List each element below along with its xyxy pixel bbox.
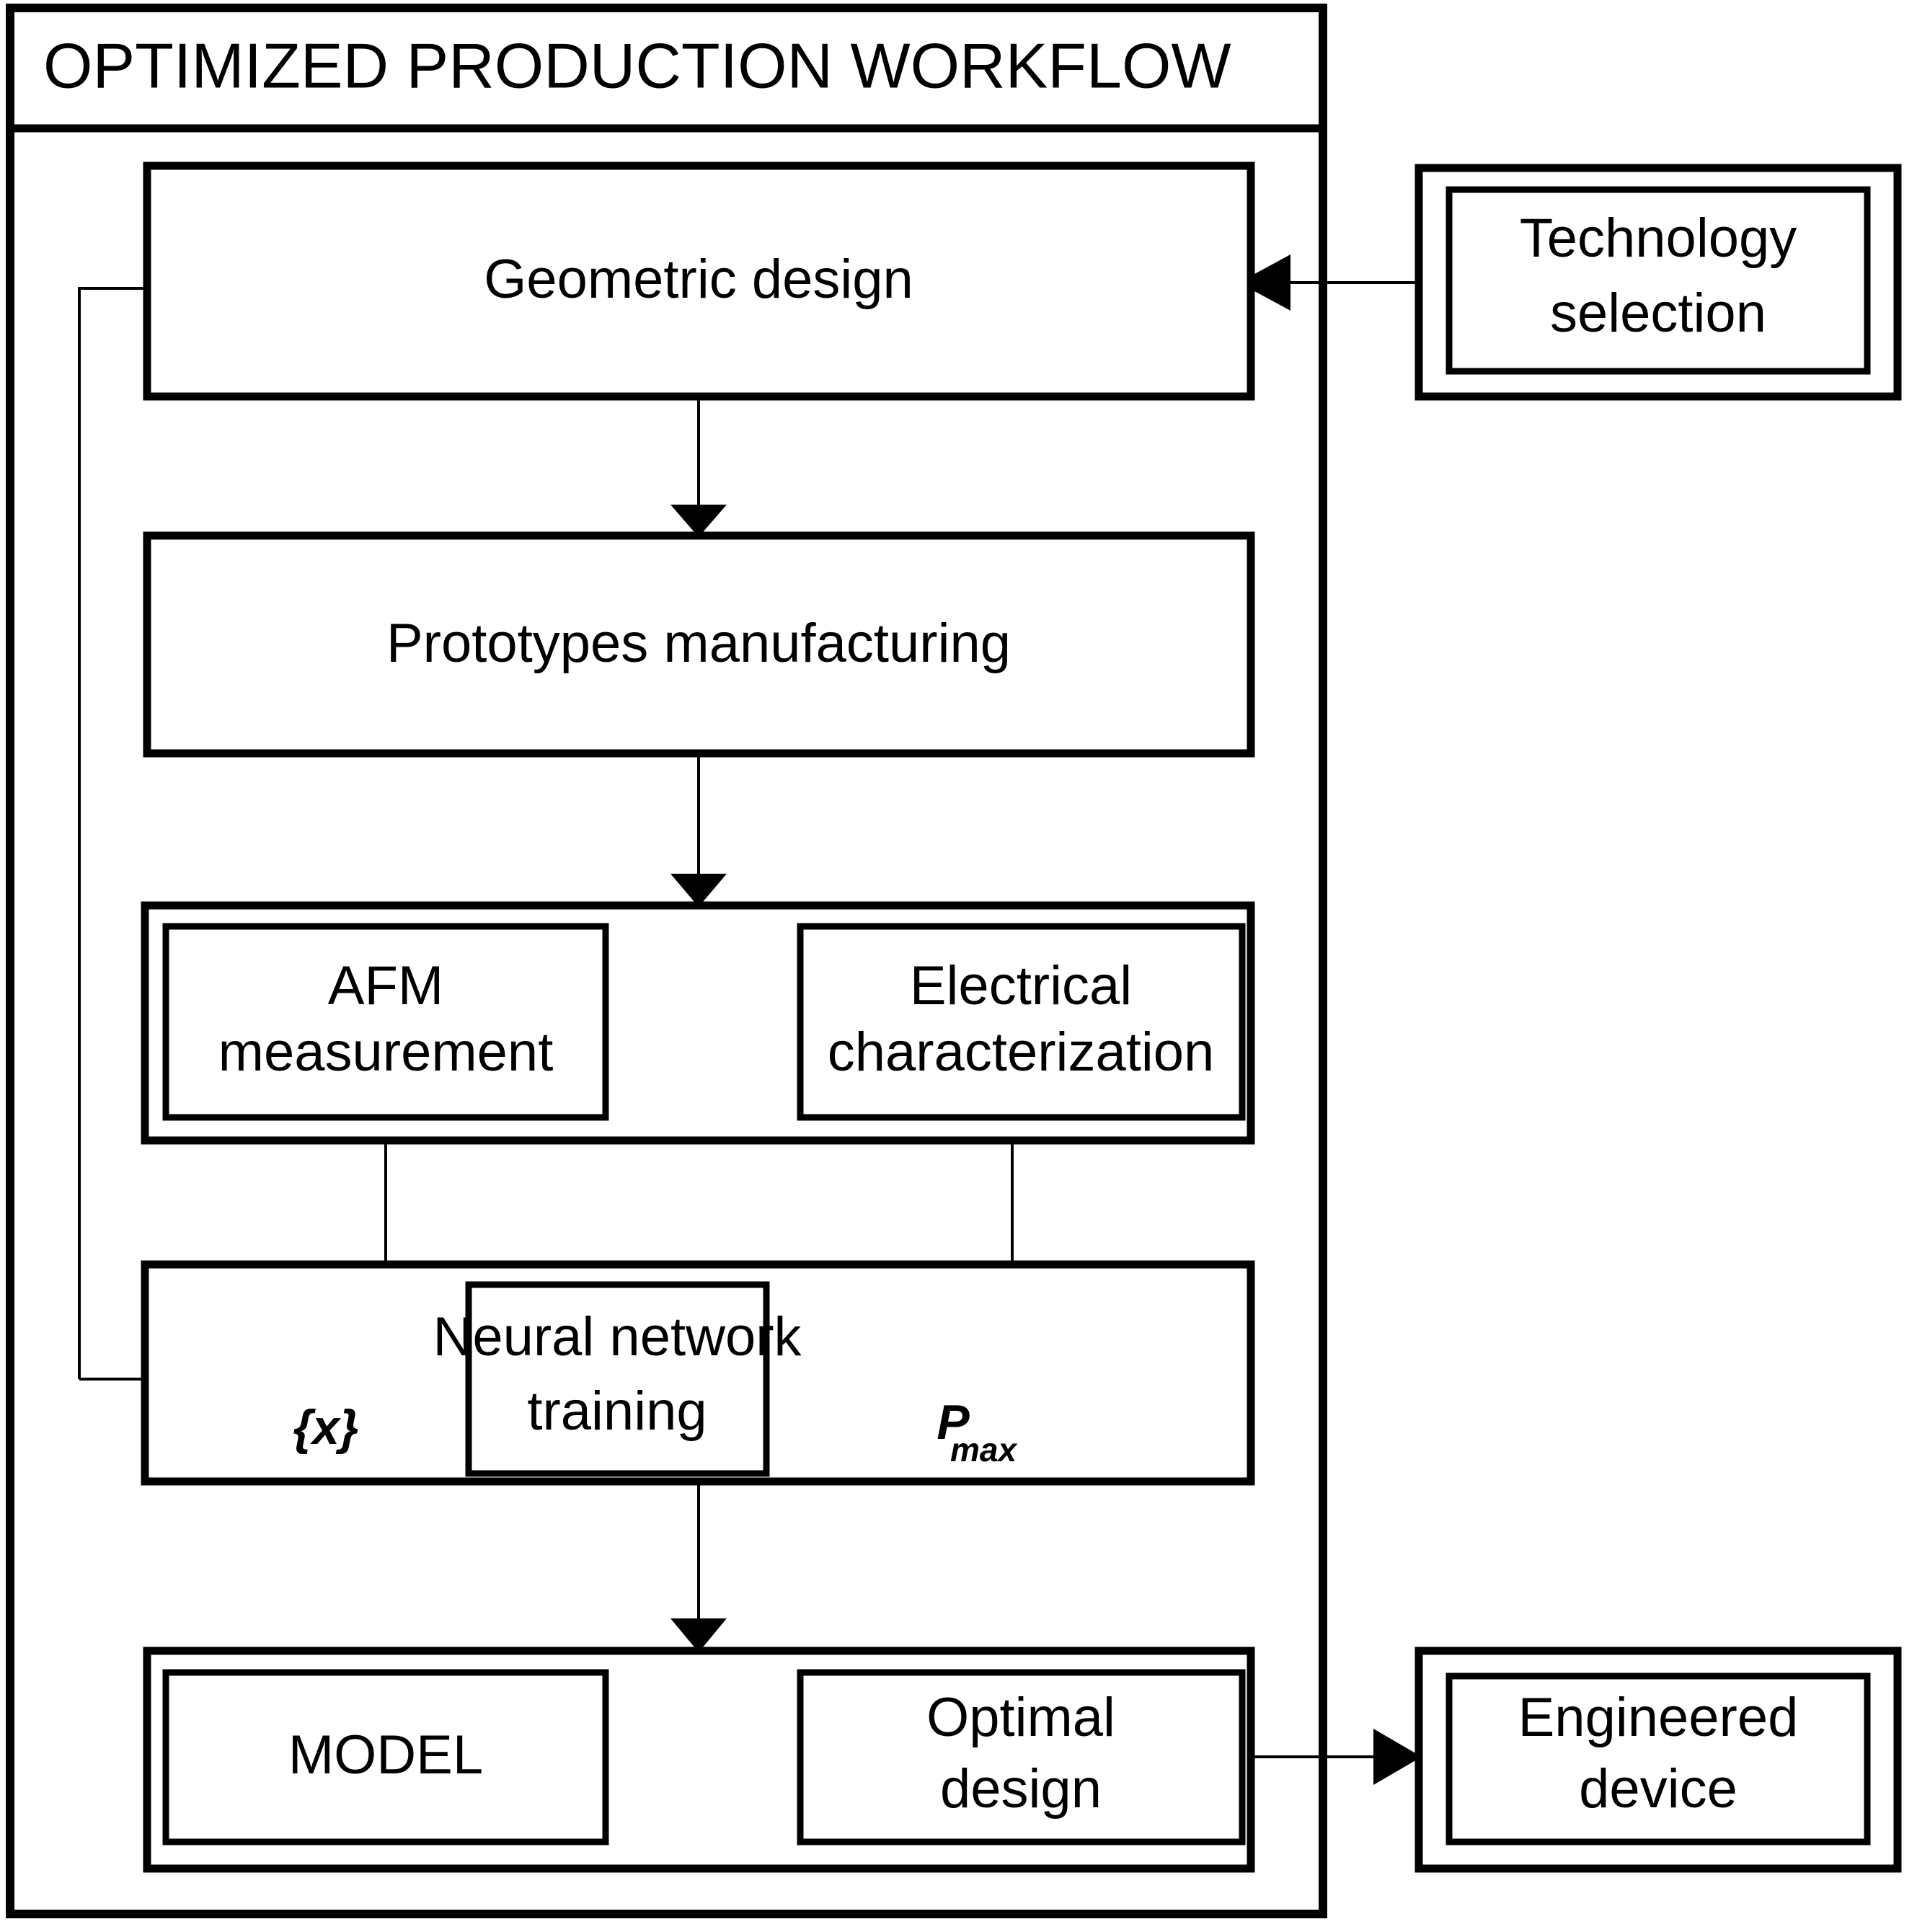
node-engineered-device-label-line1: Engineered: [1518, 1687, 1799, 1748]
node-afm-measurement-label-line2: measurement: [218, 1022, 554, 1083]
node-geometric-design-label: Geometric design: [484, 249, 913, 310]
node-neural-network-training-label-line1: Neural network: [433, 1306, 802, 1368]
arrowhead-nn-to-model-group: [670, 1618, 727, 1652]
connector-feedback-loop: [78, 287, 147, 1379]
arrowhead-prototypes-to-measurements: [670, 874, 727, 907]
node-technology-selection-inner[interactable]: [1446, 186, 1871, 375]
arrowhead-technology-to-geometric: [1239, 254, 1290, 311]
node-electrical-characterization[interactable]: [797, 923, 1246, 1121]
node-optimal-design-label-line2: design: [940, 1758, 1102, 1820]
node-model-label: MODEL: [288, 1724, 483, 1786]
node-optimal-design[interactable]: [797, 1669, 1246, 1845]
arrowhead-geometric-to-prototypes: [670, 505, 727, 537]
node-prototypes-manufacturing[interactable]: [143, 531, 1255, 758]
edge-label-pmax-subscript: max: [950, 1431, 1018, 1468]
node-technology-selection-label-line2: selection: [1550, 283, 1766, 344]
edge-label-inputs-set: {x}: [293, 1400, 359, 1455]
node-engineered-device-inner[interactable]: [1446, 1672, 1871, 1845]
diagram-title: OPTIMIZED PRODUCTION WORKFLOW: [43, 30, 1231, 101]
node-optimal-design-label-line1: Optimal: [926, 1687, 1115, 1748]
node-afm-measurement[interactable]: [162, 923, 609, 1121]
arrowhead-optimal-to-engineered: [1373, 1729, 1422, 1785]
node-electrical-characterization-label-line1: Electrical: [910, 955, 1132, 1016]
node-model[interactable]: [162, 1669, 609, 1845]
node-geometric-design[interactable]: [143, 161, 1255, 401]
node-electrical-characterization-label-line2: characterization: [828, 1022, 1215, 1083]
node-neural-network-training-label-line2: training: [527, 1381, 707, 1442]
node-engineered-device-label-line2: device: [1579, 1758, 1737, 1820]
node-neural-network-training[interactable]: [465, 1281, 770, 1477]
node-afm-measurement-label-line1: AFM: [328, 955, 443, 1016]
node-technology-selection-label-line1: Technology: [1520, 208, 1797, 269]
edge-label-pmax-base: P: [937, 1395, 970, 1450]
node-prototypes-manufacturing-label: Prototypes manufacturing: [386, 613, 1011, 674]
